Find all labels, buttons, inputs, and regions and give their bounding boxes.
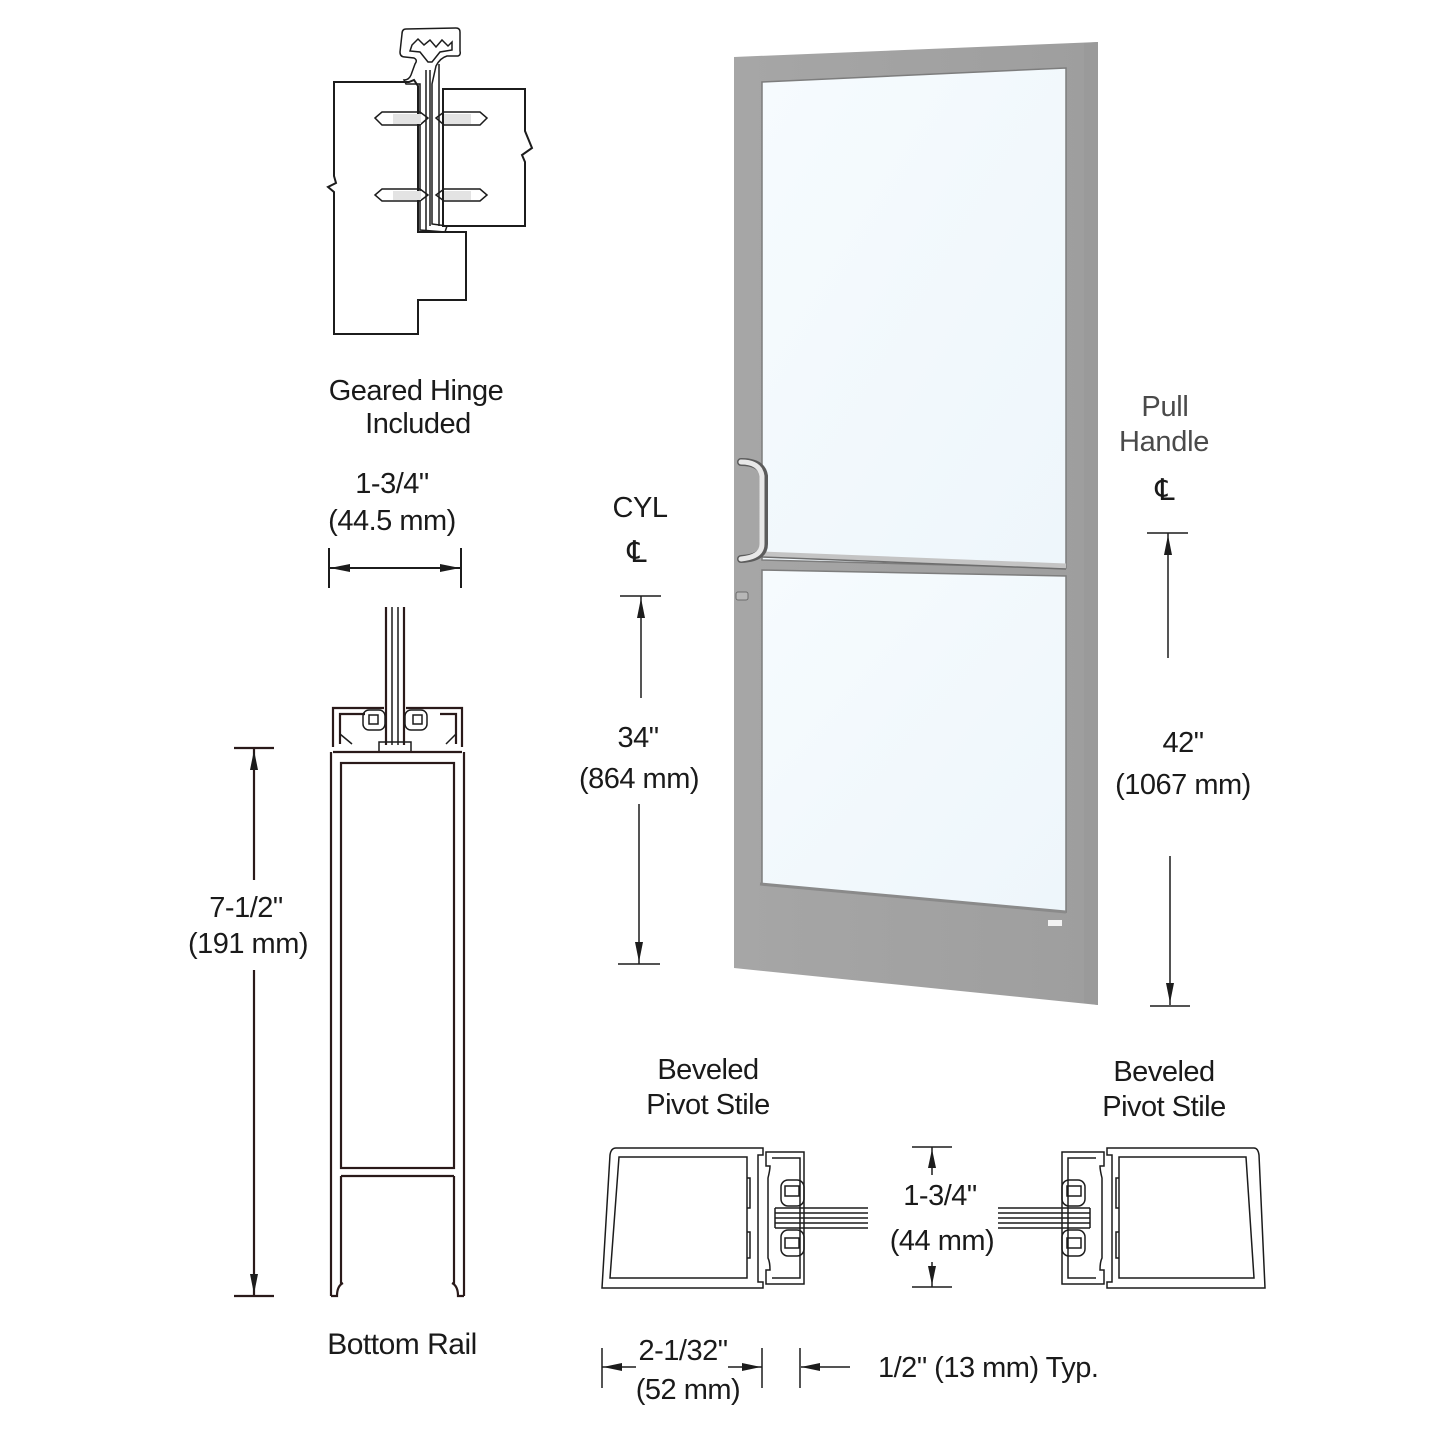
left-stile-label-line1: Beveled	[657, 1054, 758, 1086]
door-elevation	[734, 42, 1098, 1005]
bottom-rail-detail	[329, 607, 466, 1298]
pull-handle-icon	[737, 458, 768, 563]
hinge-width-metric: (44.5 mm)	[328, 505, 456, 537]
glass-thickness-imperial: 1-3/4"	[903, 1180, 977, 1212]
hinge-width-imperial: 1-3/4"	[355, 468, 429, 500]
bottom-rail-height-dimension	[234, 746, 274, 1298]
hinge-width-dimension-line	[328, 548, 462, 588]
cylinder-label: CYL	[613, 492, 668, 524]
pull-handle-height-imperial: 42"	[1162, 727, 1203, 759]
cylinder-height-dimension	[618, 595, 661, 965]
cylinder-lock-icon	[735, 591, 749, 601]
glazing-depth-label: 1/2" (13 mm) Typ.	[878, 1352, 1098, 1384]
stile-width-dimension	[601, 1348, 763, 1388]
geared-hinge-label-line1: Geared Hinge	[329, 375, 504, 407]
pull-handle-label-line1: Pull	[1141, 391, 1188, 423]
glass-thickness-metric: (44 mm)	[890, 1225, 994, 1257]
right-pivot-stile-section	[998, 1147, 1266, 1289]
cylinder-height-metric: (864 mm)	[579, 763, 699, 795]
cylinder-centerline-icon: ℄	[626, 536, 646, 569]
bottom-rail-height-metric: (191 mm)	[188, 928, 308, 960]
glass-thickness-dimension	[912, 1146, 952, 1288]
left-stile-label-line2: Pivot Stile	[646, 1089, 769, 1121]
pull-handle-label-line2: Handle	[1119, 426, 1209, 458]
bottom-rail-label: Bottom Rail	[327, 1328, 477, 1361]
glazing-depth-dimension	[799, 1348, 850, 1388]
push-bar-icon	[761, 551, 1067, 570]
right-stile-label-line2: Pivot Stile	[1102, 1091, 1225, 1123]
hinge-screw-icon	[373, 111, 489, 202]
pull-handle-height-metric: (1067 mm)	[1115, 769, 1251, 801]
pull-handle-centerline-icon: ℄	[1154, 474, 1174, 507]
bottom-rail-height-imperial: 7-1/2"	[209, 892, 283, 924]
pull-handle-height-dimension	[1147, 532, 1190, 1007]
right-stile-label-line1: Beveled	[1113, 1056, 1214, 1088]
geared-hinge-detail	[326, 27, 534, 335]
stile-width-imperial: 2-1/32"	[638, 1335, 727, 1367]
cylinder-height-imperial: 34"	[617, 722, 658, 754]
stile-width-metric: (52 mm)	[636, 1374, 740, 1406]
geared-hinge-label-line2: Included	[365, 408, 471, 440]
left-pivot-stile-section	[601, 1147, 868, 1289]
